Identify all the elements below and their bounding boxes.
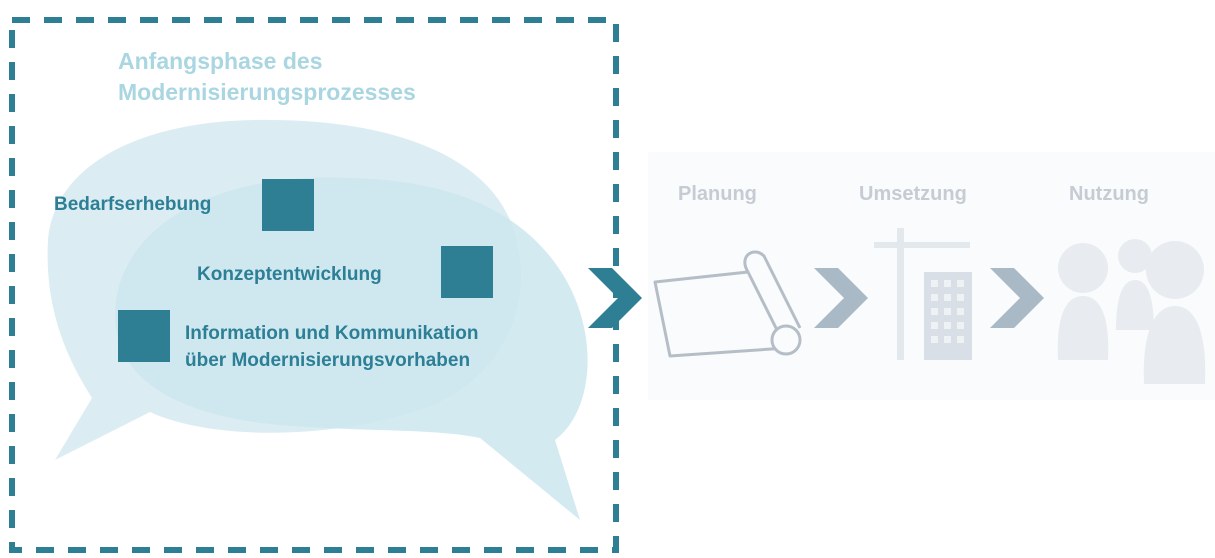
item-label-bedarfserhebung: Bedarfserhebung: [54, 194, 212, 215]
chevron-right-icon: [990, 268, 1044, 328]
item-label-konzeptentwicklung: Konzeptentwicklung: [197, 264, 382, 285]
phase-title-line2: Modernisierungsprozesses: [118, 79, 416, 105]
phase-title: Anfangsphase des Modernisierungsprozesse…: [118, 46, 538, 108]
item-label-information-line2: über Modernisierungsvorhaben: [185, 350, 471, 371]
stage-label-planung: Planung: [678, 183, 757, 205]
square-marker-information: [118, 310, 170, 362]
people-icon: [1057, 239, 1206, 384]
item-label-information: Information und Kommunikation über Moder…: [185, 320, 478, 374]
construction-crane-building-icon: [874, 228, 972, 360]
stage-label-umsetzung: Umsetzung: [859, 183, 967, 205]
item-label-information-line1: Information und Kommunikation: [185, 323, 479, 344]
square-marker-bedarf: [262, 179, 314, 231]
square-marker-konzept: [441, 246, 493, 298]
chevron-right-icon: [814, 268, 868, 328]
stage-label-nutzung: Nutzung: [1069, 183, 1149, 205]
phase-title-line1: Anfangsphase des: [118, 48, 323, 74]
rolled-plan-icon: [653, 250, 802, 358]
chevron-right-icon: [588, 268, 642, 328]
